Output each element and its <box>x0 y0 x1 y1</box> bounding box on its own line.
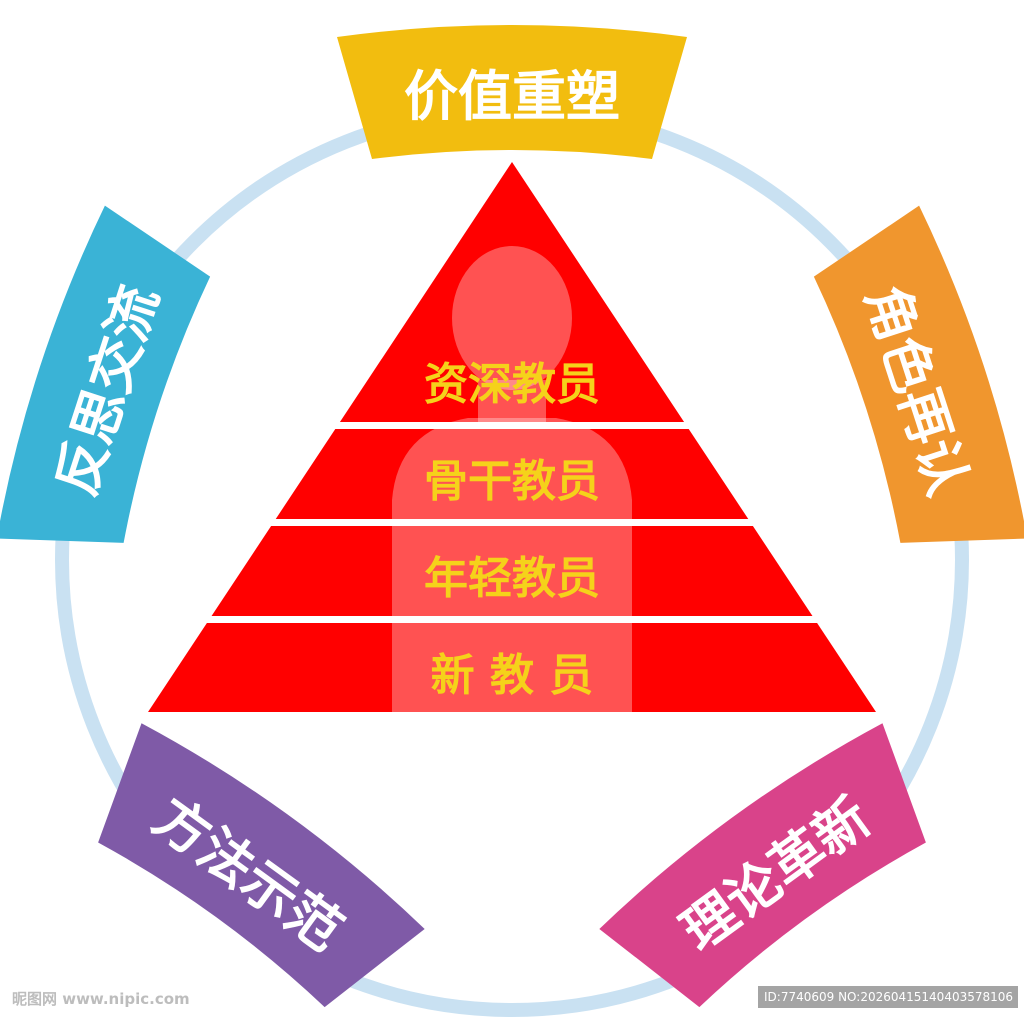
watermark-left: 昵图网 www.nipic.com <box>12 990 190 1008</box>
segment-theory-innovation: 理论革新 <box>599 723 926 1008</box>
teacher-pyramid: 资深教员 骨干教员 年轻教员 新 教 员 <box>148 162 876 712</box>
segment-label: 价值重塑 <box>404 65 620 128</box>
watermark-right: ID:7740609 NO:20260415140403578106 <box>764 990 1013 1004</box>
pyramid-shape <box>148 162 876 712</box>
watermark-right-bg <box>758 986 1018 1008</box>
tier-label-young: 年轻教员 <box>424 553 600 604</box>
tier-label-core: 骨干教员 <box>424 456 600 507</box>
segment-method-demonstration: 方法示范 <box>98 723 425 1008</box>
tier-label-senior: 资深教员 <box>424 359 600 410</box>
person-silhouette-icon <box>392 246 632 712</box>
tier-label-new: 新 教 员 <box>431 650 594 701</box>
segment-role-recognition: 角色再认 <box>813 205 1024 543</box>
tier-separators <box>170 422 854 623</box>
segment-value-reshaping: 价值重塑 <box>337 25 687 159</box>
